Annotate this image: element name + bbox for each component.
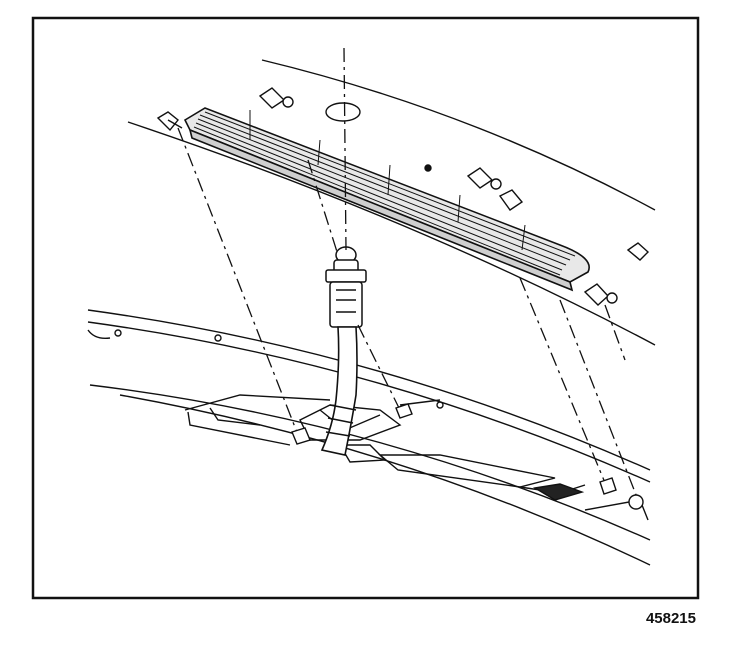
diagram-border bbox=[31, 16, 700, 600]
lamp-mount-hole bbox=[325, 102, 432, 172]
wiring-harness bbox=[320, 326, 358, 456]
figure-number: 458215 bbox=[645, 610, 696, 627]
upper-body-panel bbox=[127, 59, 656, 346]
alignment-lines bbox=[177, 47, 641, 506]
lower-body-panel bbox=[87, 309, 651, 566]
stop-lamp-grille bbox=[183, 107, 590, 292]
retaining-clip-icon bbox=[156, 87, 650, 306]
lamp-bulb-socket bbox=[325, 246, 367, 328]
fastener-holes bbox=[291, 403, 644, 510]
